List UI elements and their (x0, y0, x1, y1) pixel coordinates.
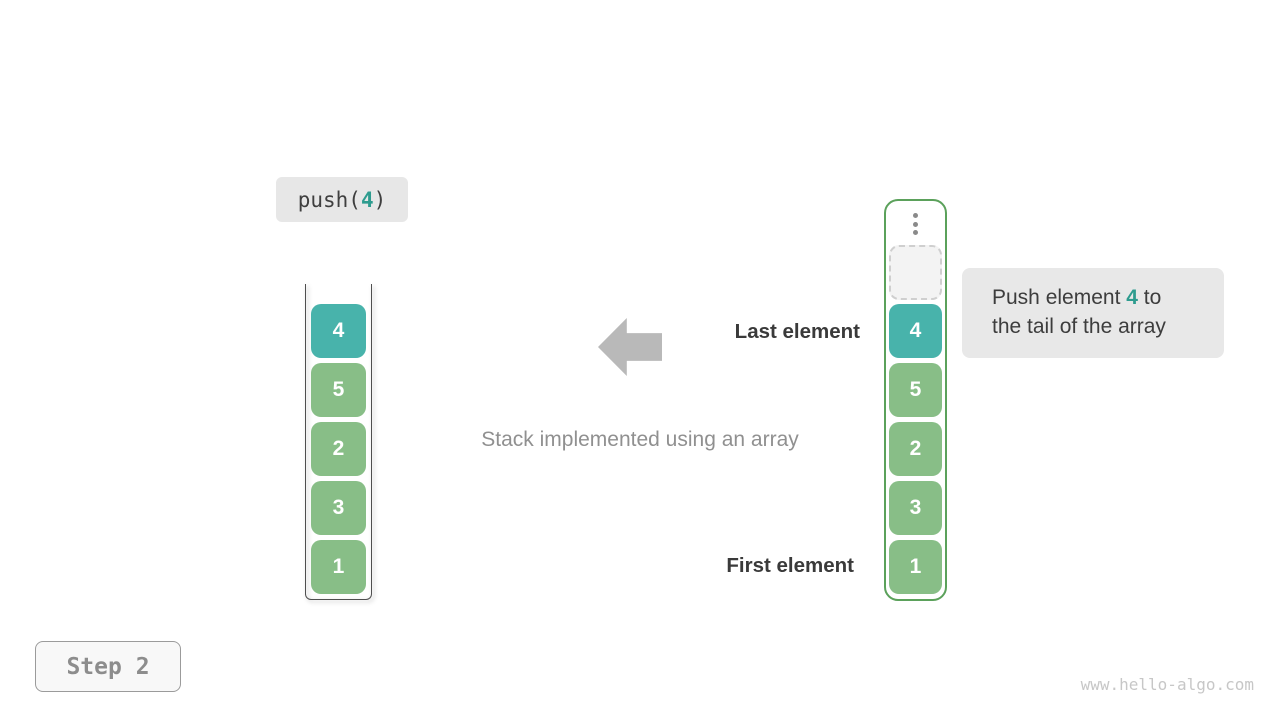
array-cell: 3 (889, 481, 942, 535)
step-badge-label: Step 2 (66, 653, 150, 680)
tooltip-text-line2: the tail of the array (992, 315, 1166, 338)
tooltip-text: Push element (992, 286, 1127, 309)
first-element-label: First element (726, 554, 854, 577)
ellipsis-dot (913, 230, 918, 235)
stack-cell: 1 (311, 540, 366, 594)
watermark: www.hello-algo.com (1080, 675, 1254, 694)
stack-container (305, 284, 372, 600)
array-cell: 2 (889, 422, 942, 476)
step-badge: Step 2 (35, 641, 181, 692)
last-element-label: Last element (734, 320, 860, 343)
stack-cell: 2 (311, 422, 366, 476)
diagram-caption: Stack implemented using an array (481, 428, 799, 451)
operation-prefix: push( (297, 187, 361, 212)
ellipsis-dot (913, 213, 918, 218)
operation-argument: 4 (360, 187, 374, 212)
array-cell: 5 (889, 363, 942, 417)
stack-cell: 4 (311, 304, 366, 358)
tooltip-text: to (1137, 286, 1162, 309)
tooltip: Push element 4 to the tail of the array (962, 268, 1224, 358)
operation-badge: push(4) (276, 177, 408, 222)
array-cell: 4 (889, 304, 942, 358)
vertical-ellipsis-icon (884, 213, 947, 235)
stack-cell: 3 (311, 481, 366, 535)
ellipsis-dot (913, 221, 918, 227)
operation-suffix: ) (373, 187, 387, 212)
array-cell: 1 (889, 540, 942, 594)
tooltip-highlight-value: 4 (1126, 286, 1138, 309)
array-empty-slot (889, 245, 942, 300)
stack-cell: 5 (311, 363, 366, 417)
